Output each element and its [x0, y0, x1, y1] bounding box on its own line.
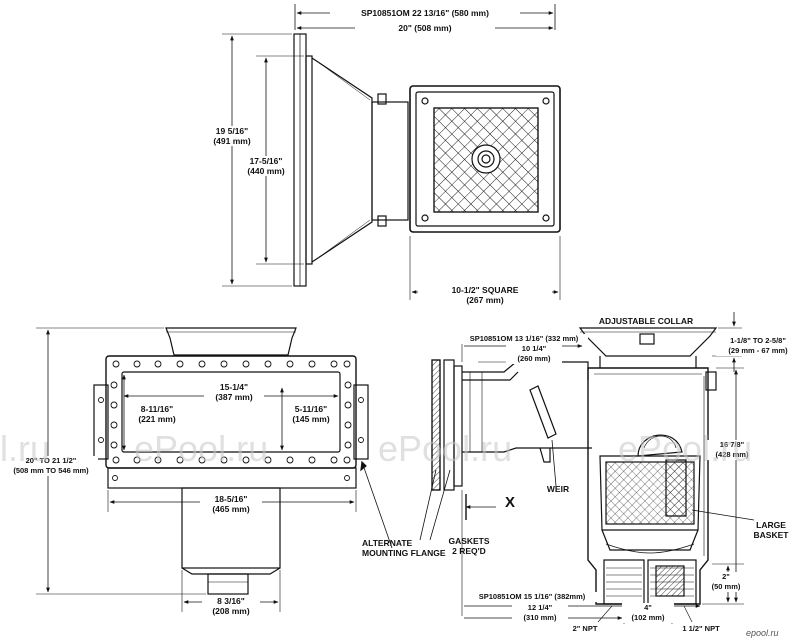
front-flange-width-label: 18-5/16" (465 mm)	[200, 494, 262, 514]
side-top-depth-label: SP10851OM 13 1/16" (332 mm)	[460, 334, 588, 344]
section-x-label: X	[504, 494, 515, 511]
watermark-text: ePool.ru	[618, 428, 753, 469]
front-view	[36, 327, 393, 612]
front-inner-height-left-label: 8-11/16" (221 mm)	[128, 404, 186, 424]
gaskets-label: GASKETS 2 REQ'D	[448, 536, 490, 556]
front-overall-height-label: 20" TO 21 1/2" (508 mm TO 546 mm)	[4, 456, 98, 476]
npt-left-label: 2" NPT	[572, 624, 598, 633]
top-overall-height-label: 19 5/16" (491 mm)	[206, 126, 258, 146]
top-flange-width-label: 20" (508 mm)	[355, 23, 495, 33]
brand-mark: epool.ru	[746, 628, 779, 638]
large-basket-label: LARGE BASKET	[753, 520, 789, 540]
port-spacing-label: 4" (102 mm)	[622, 603, 674, 623]
side-body-height-label: 16 7/8" (428 mm)	[706, 440, 758, 460]
collar-range-label: 1-1/8" TO 2-5/8" (29 mm - 67 mm)	[716, 336, 800, 356]
front-inner-height-right-label: 5-11/16" (145 mm)	[284, 404, 338, 424]
top-view	[222, 4, 561, 300]
side-bottom-depth-label: SP10851OM 15 1/16" (382mm)	[464, 592, 600, 602]
top-overall-width-label: SP10851OM 22 13/16" (580 mm)	[330, 8, 520, 18]
watermark-text: ePool.ru	[134, 428, 269, 469]
top-body-height-label: 17-5/16" (440 mm)	[240, 156, 292, 176]
front-inner-width-label: 15-1/4" (387 mm)	[204, 382, 264, 402]
bottom-offset-label: 2" (50 mm)	[706, 572, 746, 592]
side-view	[419, 312, 755, 624]
npt-right-label: 1 1/2" NPT	[682, 624, 720, 633]
side-body-depth-label: 10 1/4" (260 mm)	[506, 344, 562, 364]
lid-square-label: 10-1/2" SQUARE (267 mm)	[418, 285, 552, 305]
adjustable-collar-label: ADJUSTABLE COLLAR	[598, 316, 694, 326]
watermark-text: l.ru	[0, 428, 51, 469]
pipe-offset-label: 12 1/4" (310 mm)	[512, 603, 568, 623]
weir-label: WEIR	[546, 484, 570, 494]
front-bottom-width-label: 8 3/16" (208 mm)	[202, 596, 260, 616]
alternate-mounting-flange-label: ALTERNATE MOUNTING FLANGE	[362, 538, 446, 558]
watermark-text: ePool.ru	[378, 428, 513, 469]
